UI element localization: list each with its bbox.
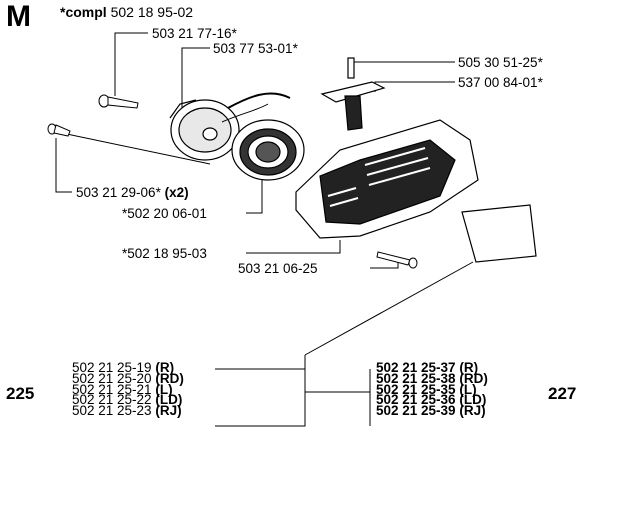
leader-line-c8 bbox=[370, 262, 399, 269]
callout-c8: 503 21 06-25 bbox=[238, 261, 318, 276]
screw-icon bbox=[47, 123, 71, 137]
leader-line-c1 bbox=[114, 32, 148, 96]
leader-line-c5b bbox=[61, 132, 211, 165]
part-number: 502 21 25-23 bbox=[72, 403, 152, 419]
leader-line-c7 bbox=[246, 240, 341, 254]
part-number: 502 21 25-37 bbox=[376, 360, 456, 375]
center-screw-icon bbox=[98, 94, 139, 109]
list-item: 502 21 25-37 (R) bbox=[376, 360, 488, 375]
callout-c2: 503 77 53-01* bbox=[213, 41, 298, 56]
leader-line-c4 bbox=[374, 81, 455, 92]
part-number: 502 21 25-36 bbox=[376, 392, 456, 408]
part-variant: (L) bbox=[155, 381, 173, 397]
part-number: 502 21 25-19 bbox=[72, 360, 152, 375]
list-item: 502 21 25-36 (LD) bbox=[376, 392, 488, 408]
leader-line-c5 bbox=[55, 138, 72, 193]
callout-c5: 503 21 29-06* (x2) bbox=[76, 185, 189, 200]
section-letter: M bbox=[6, 0, 31, 33]
part-variant: (LD) bbox=[459, 392, 487, 408]
spring-cassette-icon bbox=[231, 119, 305, 181]
part-variant: (RD) bbox=[459, 370, 488, 386]
callout-c6: *502 20 06-01 bbox=[122, 206, 207, 221]
bolt-icon bbox=[376, 251, 418, 269]
part-number: 502 21 25-39 bbox=[376, 403, 456, 419]
callout-c7: *502 18 95-03 bbox=[122, 246, 207, 261]
part-variant: (R) bbox=[459, 360, 479, 375]
list-item: 502 21 25-20 (RD) bbox=[72, 370, 184, 386]
part-variant: (L) bbox=[459, 381, 477, 397]
list-item: 502 21 25-38 (RD) bbox=[376, 370, 488, 386]
complete-kit-number: 502 18 95-02 bbox=[110, 4, 194, 20]
part-variant: (R) bbox=[155, 360, 175, 375]
callout-c5-number: 503 21 29-06* bbox=[76, 185, 161, 200]
part-variant: (RJ) bbox=[155, 403, 182, 419]
part-number: 502 21 25-35 bbox=[376, 381, 456, 397]
starter-housing-icon bbox=[295, 119, 479, 239]
list-item: 502 21 25-22 (LD) bbox=[72, 392, 184, 408]
starter-handle-icon bbox=[320, 57, 386, 131]
decal-icon bbox=[461, 204, 537, 263]
callout-c3: 505 30 51-25* bbox=[458, 55, 543, 70]
list-item: 502 21 25-39 (RJ) bbox=[376, 403, 488, 419]
part-number: 502 21 25-38 bbox=[376, 370, 456, 386]
model-leader-main bbox=[304, 261, 474, 356]
part-variant: (RD) bbox=[155, 370, 184, 386]
part-number: 502 21 25-21 bbox=[72, 381, 152, 397]
part-variant: (LD) bbox=[155, 392, 183, 408]
model-227-part-list: 502 21 25-37 (R) 502 21 25-38 (RD) 502 2… bbox=[376, 360, 488, 419]
list-item: 502 21 25-19 (R) bbox=[72, 360, 184, 375]
model-225-part-list: 502 21 25-19 (R) 502 21 25-20 (RD) 502 2… bbox=[72, 360, 184, 419]
model-225-label: 225 bbox=[6, 384, 35, 403]
callout-c5-qty: (x2) bbox=[164, 185, 189, 200]
list-item: 502 21 25-23 (RJ) bbox=[72, 403, 184, 419]
complete-kit-label: *compl 502 18 95-02 bbox=[60, 4, 193, 20]
starter-pulley-icon bbox=[169, 92, 291, 161]
leader-line-c2 bbox=[181, 47, 210, 108]
leader-line-c6 bbox=[246, 178, 263, 214]
part-variant: (RJ) bbox=[459, 403, 486, 419]
callout-c1: 503 21 77-16* bbox=[152, 26, 237, 41]
model-227-label: 227 bbox=[548, 384, 577, 403]
bracket-225 bbox=[215, 368, 306, 427]
callout-c4: 537 00 84-01* bbox=[458, 75, 543, 90]
list-item: 502 21 25-35 (L) bbox=[376, 381, 488, 397]
part-number: 502 21 25-20 bbox=[72, 370, 152, 386]
list-item: 502 21 25-21 (L) bbox=[72, 381, 184, 397]
leader-line-c3 bbox=[351, 61, 455, 66]
part-number: 502 21 25-22 bbox=[72, 392, 152, 408]
complete-kit-prefix: *compl bbox=[60, 4, 107, 20]
